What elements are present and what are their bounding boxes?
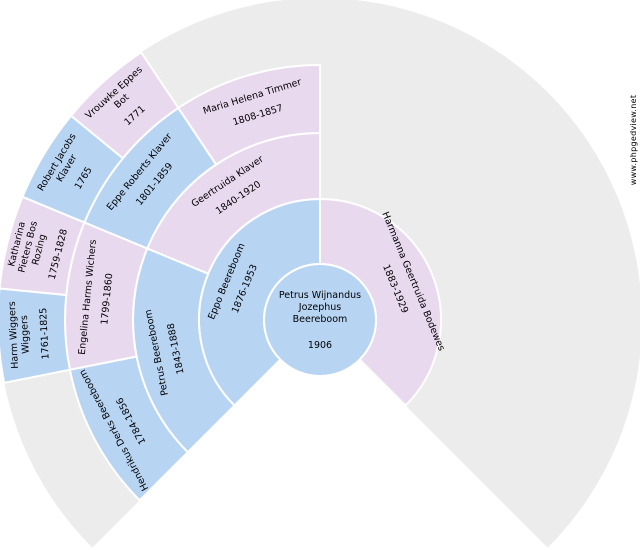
ancestor-name-line: Harm Wiggers xyxy=(7,301,21,369)
root-person-name-line: Beereboom xyxy=(293,314,348,325)
root-person-name-line: Petrus Wijnandus xyxy=(279,290,361,301)
ancestor-dates: 1761-1825 xyxy=(38,307,52,359)
ancestor-sector[interactable] xyxy=(69,50,180,160)
root-person-name-line: Jozephus xyxy=(298,302,342,313)
root-person-circle[interactable] xyxy=(263,263,377,377)
root-person-dates: 1906 xyxy=(308,340,332,351)
ancestor-dates: 1799-1860 xyxy=(99,273,115,326)
ancestor-name-line: Wiggers xyxy=(19,315,32,354)
watermark-text: www.phpgedview.net xyxy=(629,95,638,186)
root-person[interactable]: Petrus Wijnandus Jozephus Beereboom 1906 xyxy=(263,263,377,377)
ancestor-sector[interactable] xyxy=(176,63,321,166)
